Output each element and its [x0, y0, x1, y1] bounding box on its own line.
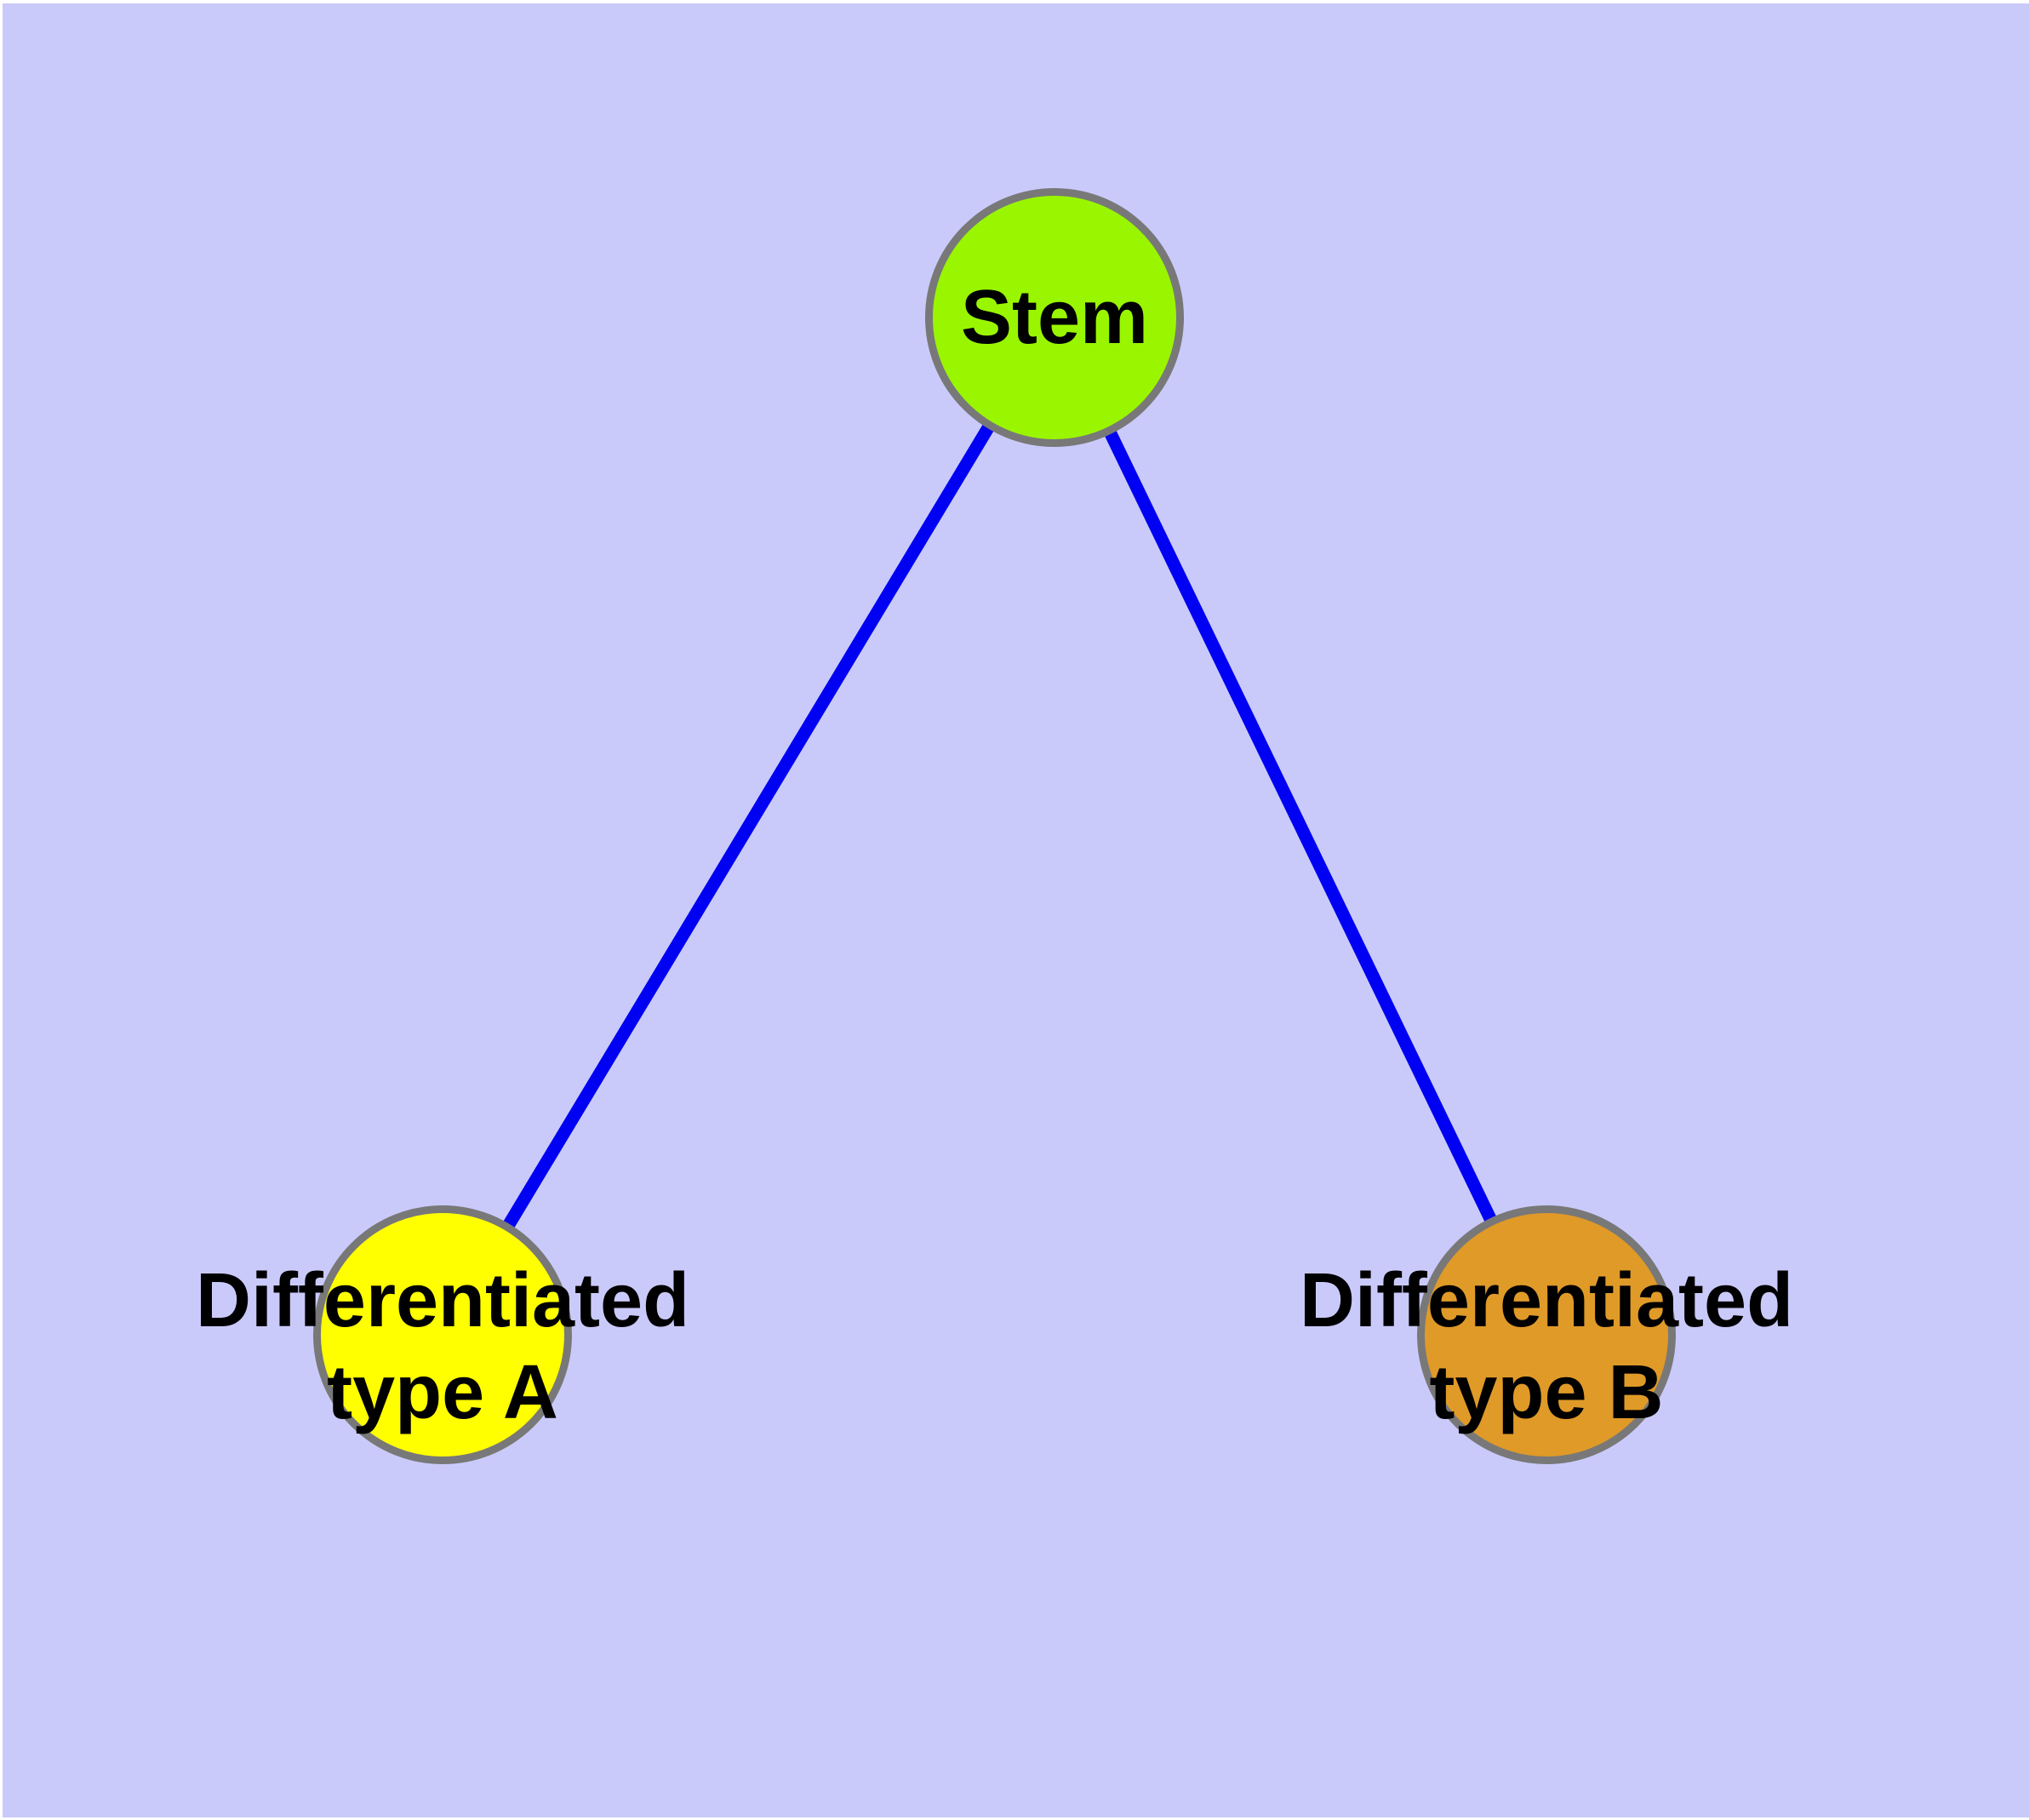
nodes-layer	[313, 188, 1676, 1464]
node-label-stem: Stem	[961, 272, 1148, 363]
node-differentiated-type-a	[313, 1205, 572, 1464]
edge-stem-to-differentiated-type-a	[437, 314, 1060, 1338]
node-label-line: Stem	[960, 275, 1149, 360]
node-label-line: Differentiated	[1299, 1258, 1794, 1343]
node-label-line: type B	[1429, 1350, 1664, 1435]
node-differentiated-type-b	[1417, 1205, 1676, 1464]
edge-stem-to-differentiated-type-b	[1049, 314, 1552, 1338]
node-label-line: Differentiated	[195, 1258, 690, 1343]
node-label-line: type A	[327, 1350, 558, 1435]
edges-layer	[437, 314, 1552, 1338]
node-stem	[925, 188, 1184, 447]
